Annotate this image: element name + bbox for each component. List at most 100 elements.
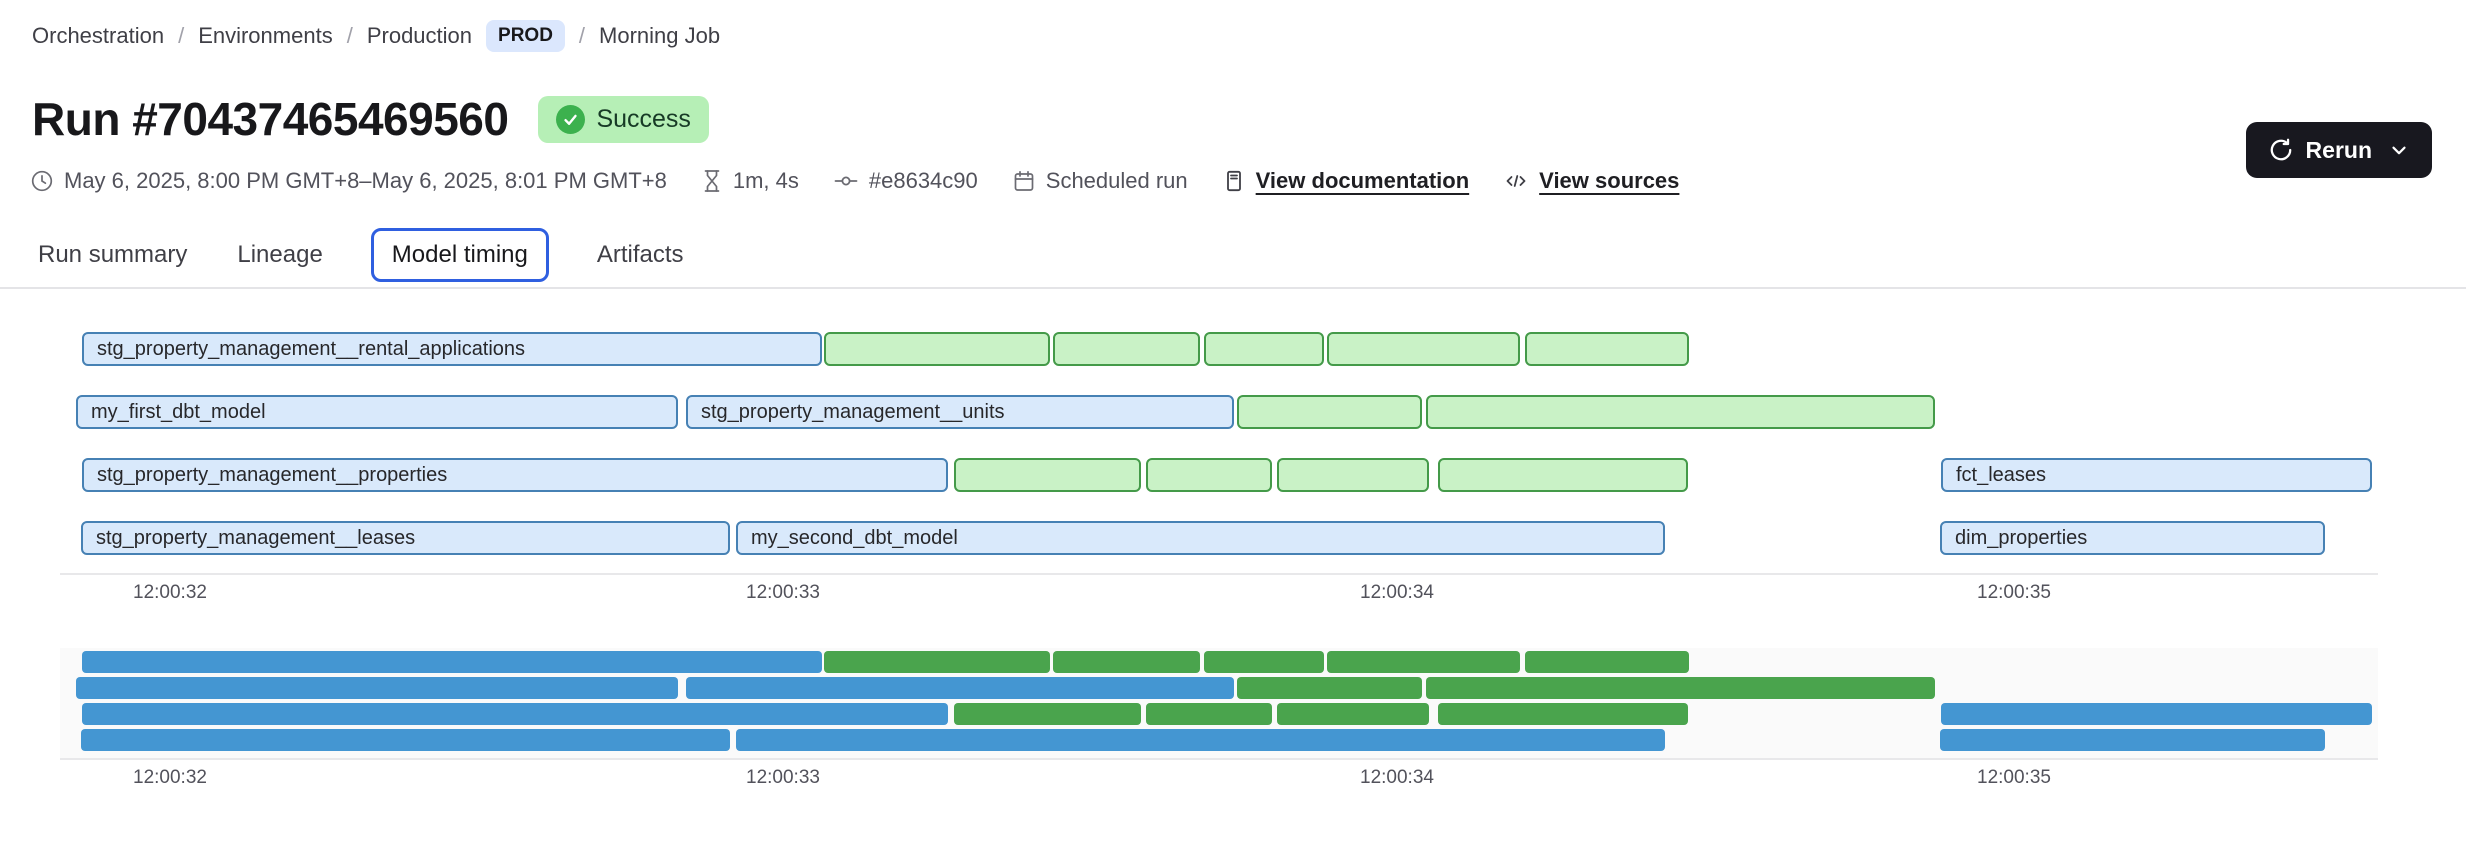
status-badge: Success [538,95,709,143]
run-trigger-text: Scheduled run [1045,168,1188,193]
gantt-bar[interactable]: my_first_dbt_model [76,395,678,429]
tab-lineage[interactable]: Lineage [235,231,324,279]
minimap-bar[interactable] [1277,703,1429,725]
gantt-bar[interactable]: my_second_dbt_model [736,521,1665,555]
breadcrumb-item-morning-job: Morning Job [599,23,721,48]
gantt-bar-label: stg_property_management__rental_applicat… [97,337,526,360]
chevron-down-icon [2388,139,2410,161]
view-sources-link[interactable]: View sources [1539,168,1680,193]
calendar-icon [1012,169,1036,193]
minimap-bar[interactable] [76,677,678,699]
title-row: Run #70437465469560 Success [32,92,709,146]
main-axis-tick: 12:00:32 [133,582,207,603]
view-sources-link-item: View sources [1503,168,1679,194]
breadcrumb-item-environments[interactable]: Environments [198,23,333,48]
minimap-bar[interactable] [1204,651,1324,673]
gantt-bar-label: stg_property_management__units [701,400,1005,423]
gantt-bar[interactable]: stg_property_management__leases [81,521,730,555]
gantt-bar[interactable] [1146,458,1272,492]
run-time-range: May 6, 2025, 8:00 PM GMT+8–May 6, 2025, … [30,168,667,194]
main-axis-tick: 12:00:35 [1977,582,2051,603]
minimap-bar[interactable] [1525,651,1689,673]
main-axis-tick: 12:00:34 [1360,582,1434,603]
clock-icon [30,169,54,193]
hourglass-icon [701,169,723,193]
status-badge-label: Success [596,104,691,133]
gantt-bar[interactable] [1426,395,1935,429]
gantt-bar-label: my_first_dbt_model [91,400,266,423]
minimap-bar[interactable] [1146,703,1272,725]
gantt-bar[interactable]: stg_property_management__units [686,395,1234,429]
gantt-bar[interactable] [1327,332,1520,366]
rerun-button-label: Rerun [2305,136,2372,163]
run-meta-row: May 6, 2025, 8:00 PM GMT+8–May 6, 2025, … [30,168,1679,194]
tabs-divider [0,287,2466,289]
gantt-bar[interactable]: fct_leases [1941,458,2372,492]
minimap-bar[interactable] [1941,703,2372,725]
gantt-bar[interactable] [1438,458,1688,492]
refresh-icon [2268,137,2294,163]
run-commit: #e8634c90 [833,168,978,194]
main-axis-line [60,573,2378,575]
gantt-bar[interactable] [1525,332,1689,366]
gantt-bar-label: stg_property_management__properties [97,463,448,486]
breadcrumb-separator: / [346,23,353,48]
gantt-bar[interactable]: stg_property_management__properties [82,458,948,492]
gantt-bar[interactable]: dim_properties [1940,521,2325,555]
gantt-bar[interactable]: stg_property_management__rental_applicat… [82,332,822,366]
tab-model-timing[interactable]: Model timing [370,228,549,282]
minimap-bar[interactable] [82,651,822,673]
gantt-bar-label: dim_properties [1955,526,2088,549]
run-duration-text: 1m, 4s [732,168,799,193]
gantt-bar-label: my_second_dbt_model [751,526,958,549]
rerun-button[interactable]: Rerun [2245,122,2432,178]
minimap-axis-tick: 12:00:34 [1360,767,1434,788]
commit-icon [833,169,859,193]
gantt-bar[interactable] [954,458,1141,492]
minimap-bar[interactable] [736,729,1665,751]
page-title: Run #70437465469560 [32,93,509,145]
code-icon [1503,169,1529,193]
breadcrumb-item-orchestration[interactable]: Orchestration [32,23,165,48]
breadcrumb-separator: / [578,23,586,48]
run-duration: 1m, 4s [701,168,799,194]
tab-run-summary[interactable]: Run summary [36,231,189,279]
minimap-axis-tick: 12:00:35 [1977,767,2051,788]
minimap-bar[interactable] [1940,729,2325,751]
minimap-bar[interactable] [1327,651,1520,673]
gantt-bar[interactable] [1204,332,1324,366]
gantt-bar-label: fct_leases [1956,463,2047,486]
check-circle-icon [556,104,586,134]
minimap-bar[interactable] [954,703,1141,725]
gantt-bar[interactable] [1053,332,1200,366]
gantt-bar[interactable] [1237,395,1422,429]
tab-artifacts[interactable]: Artifacts [595,231,686,279]
tab-bar: Run summary Lineage Model timing Artifacts [36,228,686,282]
main-axis-tick: 12:00:33 [746,582,820,603]
document-icon [1222,169,1246,193]
minimap-bar[interactable] [1438,703,1688,725]
view-documentation-link[interactable]: View documentation [1255,168,1470,193]
minimap-bar[interactable] [686,677,1234,699]
minimap-bar[interactable] [824,651,1050,673]
view-documentation-link-item: View documentation [1222,168,1470,194]
minimap-bar[interactable] [81,729,730,751]
breadcrumb: Orchestration / Environments / Productio… [32,20,720,52]
run-commit-text: #e8634c90 [868,168,978,193]
minimap-axis-line [60,758,2378,760]
run-trigger: Scheduled run [1012,168,1188,194]
minimap-bar[interactable] [1237,677,1422,699]
run-time-range-text: May 6, 2025, 8:00 PM GMT+8–May 6, 2025, … [64,168,667,193]
breadcrumb-item-production[interactable]: Production [366,23,473,48]
gantt-bar-label: stg_property_management__leases [96,526,416,549]
minimap-bar[interactable] [1426,677,1935,699]
minimap-bar[interactable] [1053,651,1200,673]
minimap-axis-tick: 12:00:33 [746,767,820,788]
gantt-bar[interactable] [1277,458,1429,492]
minimap-axis-tick: 12:00:32 [133,767,207,788]
breadcrumb-separator: / [178,23,185,48]
env-badge: PROD [486,20,565,52]
gantt-bar[interactable] [824,332,1050,366]
minimap-bar[interactable] [82,703,948,725]
